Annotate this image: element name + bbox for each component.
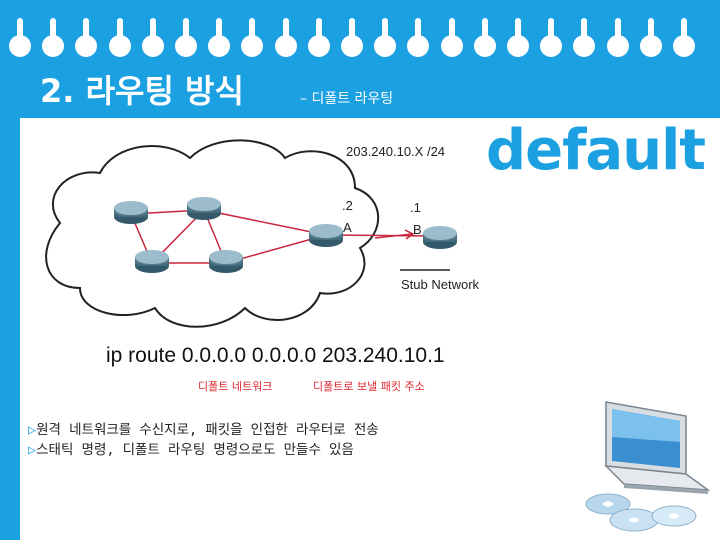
list-item: ▷스태틱 명령, 디폴트 라우팅 명령으로도 만들수 있음 — [28, 440, 379, 460]
binder-ring — [109, 18, 131, 57]
binder-ring — [142, 18, 164, 57]
router-icon — [187, 197, 221, 220]
binder-ring — [507, 18, 529, 57]
default-network-note: 디폴트 네트워크 — [198, 380, 273, 393]
router-icon — [135, 250, 169, 273]
binder-ring — [175, 18, 197, 57]
binder-ring — [308, 18, 330, 57]
binder-rings — [9, 18, 695, 57]
binder-ring — [573, 18, 595, 57]
arrow-icon — [374, 229, 415, 240]
slide-title: 2. 라우팅 방식 — [40, 72, 244, 110]
router-b-icon — [423, 226, 457, 249]
list-item: ▷원격 네트워크를 수신지로, 패킷을 인접한 라우터로 전송 — [28, 420, 379, 440]
binder-ring — [673, 18, 695, 57]
slide-subtitle: – 디폴트 라우팅 — [300, 91, 394, 107]
bullet-text: 원격 네트워크를 수신지로, 패킷을 인접한 라우터로 전송 — [36, 422, 379, 438]
network-address-label: 203.240.10.X /24 — [346, 144, 445, 159]
bullet-list: ▷원격 네트워크를 수신지로, 패킷을 인접한 라우터로 전송 ▷스태틱 명령,… — [28, 420, 379, 460]
binder-ring — [441, 18, 463, 57]
router-a-port-label: .2 — [342, 198, 353, 213]
binder-ring — [208, 18, 230, 57]
binder-ring — [75, 18, 97, 57]
network-diagram: 203.240.10.X /24 .2 A .1 B Stub Network — [45, 139, 480, 328]
binder-ring — [374, 18, 396, 57]
router-icon — [114, 201, 148, 224]
binder-ring — [407, 18, 429, 57]
route-command: ip route 0.0.0.0 0.0.0.0 203.240.10.1 — [106, 344, 445, 367]
keyword-heading: default — [486, 118, 706, 183]
router-a-label: A — [343, 220, 352, 235]
binder-ring — [42, 18, 64, 57]
binder-ring — [540, 18, 562, 57]
bullet-triangle-icon: ▷ — [28, 442, 37, 458]
binder-ring — [241, 18, 263, 57]
router-b-port-label: .1 — [410, 200, 421, 215]
left-accent-band — [0, 118, 20, 540]
cloud-shape — [45, 139, 380, 328]
router-icon — [209, 250, 243, 273]
binder-ring — [9, 18, 31, 57]
binder-ring — [607, 18, 629, 57]
bullet-text: 스태틱 명령, 디폴트 라우팅 명령으로도 만들수 있음 — [36, 442, 354, 458]
next-hop-note: 디폴트로 보낼 패킷 주소 — [313, 380, 425, 393]
bullet-triangle-icon: ▷ — [28, 422, 37, 438]
laptop-icon — [585, 401, 711, 532]
binder-ring — [341, 18, 363, 57]
binder-ring — [474, 18, 496, 57]
router-a-icon — [309, 224, 343, 247]
binder-ring — [640, 18, 662, 57]
router-b-label: B — [413, 222, 422, 237]
stub-network-label: Stub Network — [401, 277, 480, 292]
binder-ring — [275, 18, 297, 57]
